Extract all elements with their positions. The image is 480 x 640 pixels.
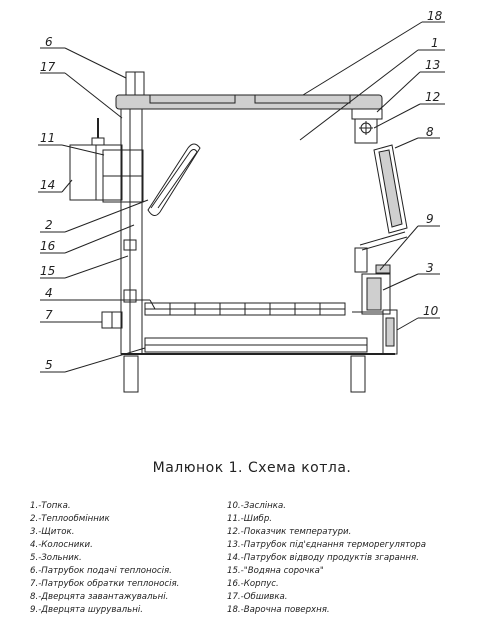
legend-item: 9.-Дверцята шурувальні. [30, 605, 143, 615]
callout-2: 2 [45, 218, 53, 232]
leader-lines [38, 21, 445, 373]
callout-12: 12 [425, 90, 440, 104]
cooking-surface [115, 94, 383, 110]
firebox [142, 109, 352, 299]
legend-item: 2.-Теплообмінник [30, 514, 110, 524]
callout-18: 18 [427, 9, 443, 23]
legend-item: 10.-Заслінка. [227, 501, 286, 511]
legend-item: 17.-Обшивка. [227, 592, 288, 602]
callout-3: 3 [426, 261, 434, 275]
legend-item: 7.-Патрубок обратки теплоносія. [30, 579, 179, 589]
legend-item: 12.-Показчик температури. [227, 527, 351, 537]
legend-item: 6.-Патрубок подачі теплоносія. [30, 566, 172, 576]
callout-11: 11 [40, 131, 55, 145]
callout-7: 7 [45, 308, 53, 322]
legend-item: 8.-Дверцята завантажувальні. [30, 592, 168, 602]
callout-4: 4 [45, 286, 53, 300]
stoking-door [354, 231, 408, 274]
callout-9: 9 [426, 212, 434, 226]
callout-10: 10 [423, 304, 439, 318]
callout-8: 8 [426, 125, 434, 139]
callout-13: 13 [425, 58, 440, 72]
ash-door [352, 309, 398, 355]
legend-left: 1.-Топка. 2.-Теплообмінник 3.-Щиток. 4.-… [30, 501, 179, 615]
legend-item: 14.-Патрубок відводу продуктів згарання. [227, 553, 419, 563]
callout-numbers: 18 1 6 17 13 12 8 11 14 2 16 9 15 3 4 10… [40, 9, 443, 372]
callout-16: 16 [40, 239, 56, 253]
shield [361, 273, 391, 315]
legend-item: 5.-Зольник. [30, 553, 82, 563]
legend-right: 10.-Заслінка. 11.-Шибр. 12.-Показчик тем… [227, 501, 426, 615]
legend-item: 13.-Патрубок під'єднання терморегулятора [227, 540, 426, 550]
callout-6: 6 [45, 35, 53, 49]
callout-14: 14 [40, 178, 55, 192]
callout-5: 5 [45, 358, 53, 372]
legend-item: 15.-"Водяна сорочка" [227, 566, 324, 576]
loading-door [373, 144, 408, 234]
legend-item: 16.-Корпус. [227, 579, 279, 589]
legend-item: 1.-Топка. [30, 501, 71, 511]
callout-17: 17 [40, 60, 56, 74]
legend-item: 18.-Варочна поверхня. [227, 605, 330, 615]
callout-1: 1 [431, 36, 439, 50]
callout-15: 15 [40, 264, 55, 278]
figure-caption: Малюнок 1. Схема котла. [153, 460, 352, 476]
legend-item: 3.-Щиток. [30, 527, 74, 537]
heat-exchanger [147, 143, 201, 216]
grate [144, 302, 346, 316]
leg-right [350, 355, 366, 393]
legend-item: 11.-Шибр. [227, 514, 272, 524]
leg-left [123, 355, 139, 393]
boiler-body [69, 71, 408, 393]
legend-item: 4.-Колосники. [30, 540, 93, 550]
